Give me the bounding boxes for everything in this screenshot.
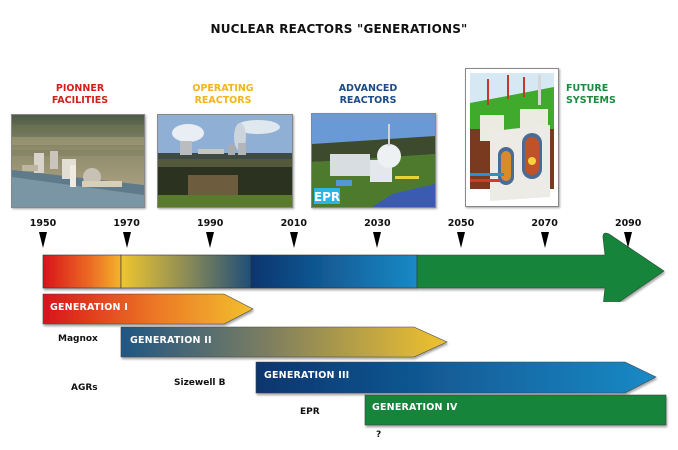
reactor-type-epr: EPR <box>300 407 320 417</box>
year-label: 2050 <box>447 218 475 229</box>
generation-3-label: GENERATION III <box>264 370 350 381</box>
year-label: 2070 <box>531 218 558 229</box>
generation-2-label: GENERATION II <box>130 335 212 346</box>
generation-bar-2 <box>120 326 448 358</box>
pioneer-facility-photo <box>11 114 145 208</box>
year-label: 1990 <box>196 218 224 229</box>
future-systems-illustration <box>465 68 559 207</box>
operating-reactors-photo <box>157 114 293 208</box>
reactor-type-agrs: AGRs <box>71 383 98 393</box>
era-heading-line2: REACTORS <box>339 95 397 106</box>
era-heading-line2: SYSTEMS <box>566 95 616 106</box>
year-tick-marker <box>457 232 465 248</box>
era-heading-line2: FACILITIES <box>51 95 109 106</box>
timeline-segment-operating <box>120 254 252 289</box>
era-heading-line1: PIONNER <box>55 83 105 94</box>
year-tick-marker <box>289 232 298 248</box>
year-tick-marker <box>206 232 215 248</box>
year-label: 2090 <box>614 218 642 229</box>
era-heading-future: FUTURE SYSTEMS <box>566 83 626 107</box>
era-heading-line1: OPERATING <box>192 83 254 94</box>
generation-bar-1 <box>42 293 254 325</box>
diagram-title: NUCLEAR REACTORS "GENERATIONS" <box>210 22 468 36</box>
era-heading-line1: FUTURE <box>566 83 609 94</box>
year-tick-marker <box>373 232 382 248</box>
timeline-arrow <box>42 232 665 302</box>
timeline-segment-pioneer <box>42 254 122 289</box>
era-heading-operating: OPERATING REACTORS <box>183 83 263 107</box>
year-tick-marker <box>39 232 47 248</box>
year-tick-marker <box>624 232 633 248</box>
generation-bar-3 <box>255 361 657 394</box>
era-heading-line1: ADVANCED <box>338 83 398 94</box>
reactor-type-magnox: Magnox <box>58 334 98 344</box>
year-label: 2030 <box>364 218 391 229</box>
year-label: 1950 <box>29 218 57 229</box>
year-label: 2010 <box>280 218 308 229</box>
generation-bars <box>42 293 667 426</box>
year-tick-marker <box>540 232 549 248</box>
generation-4-label: GENERATION IV <box>372 402 458 413</box>
epr-logo: EPR <box>314 190 340 204</box>
generation-bar-4 <box>364 394 667 426</box>
era-heading-advanced: ADVANCED REACTORS <box>328 83 408 107</box>
year-tick-marker <box>122 232 131 248</box>
reactor-type-sizewell-b: Sizewell B <box>174 378 226 388</box>
timeline-segment-advanced <box>250 254 418 289</box>
era-heading-line2: REACTORS <box>194 95 252 106</box>
generation-1-label: GENERATION I <box>50 302 128 313</box>
timeline-segment-future <box>416 232 665 302</box>
year-label: 1970 <box>113 218 140 229</box>
advanced-reactor-rendering: EPR <box>311 113 436 208</box>
era-heading-pioneer: PIONNER FACILITIES <box>40 83 120 107</box>
reactor-type-unknown: ? <box>376 430 382 440</box>
